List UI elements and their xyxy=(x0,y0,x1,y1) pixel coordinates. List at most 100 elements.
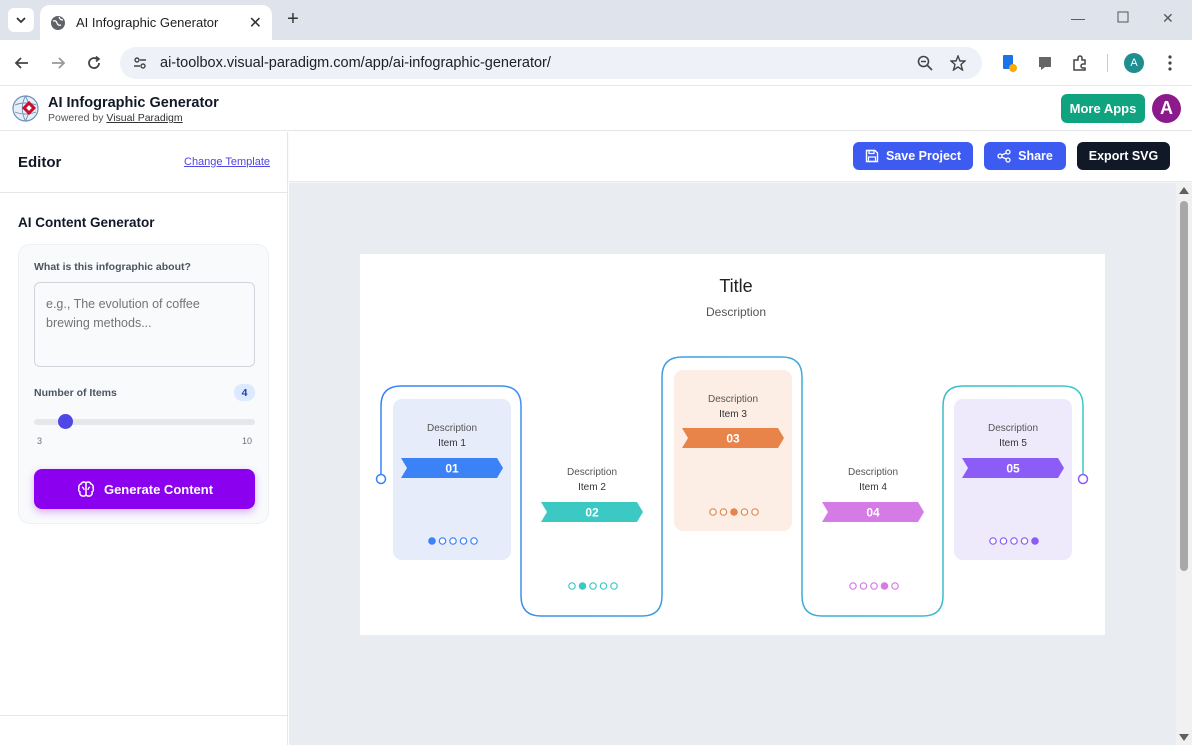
back-button[interactable] xyxy=(12,53,32,73)
connector-segment-1 xyxy=(380,356,1084,617)
url-text: ai-toolbox.visual-paradigm.com/app/ai-in… xyxy=(160,55,551,71)
browser-menu-icon[interactable] xyxy=(1161,54,1179,72)
powered-by: Powered by Visual Paradigm xyxy=(48,112,183,124)
item-card xyxy=(674,370,792,531)
share-button[interactable]: Share xyxy=(984,142,1066,170)
item-progress-dot xyxy=(989,537,997,545)
visual-paradigm-logo xyxy=(12,95,39,122)
item-progress-dot xyxy=(599,582,608,590)
item-progress-dot xyxy=(578,582,587,590)
chevron-down-icon xyxy=(16,17,26,24)
item-number-ribbon xyxy=(401,458,503,478)
canvas-scrollbar[interactable] xyxy=(1176,183,1192,745)
close-tab-icon[interactable]: ✕ xyxy=(248,14,262,32)
browser-tab-bar: AI Infographic Generator ✕ + — ✕ xyxy=(0,0,1192,40)
editor-sidebar: Editor Change Template AI Content Genera… xyxy=(0,132,288,745)
save-project-button[interactable]: Save Project xyxy=(853,142,973,170)
tab-title: AI Infographic Generator xyxy=(76,15,219,30)
visual-paradigm-link[interactable]: Visual Paradigm xyxy=(106,112,183,124)
item-number: 01 xyxy=(445,462,459,476)
item-progress-dot xyxy=(470,537,478,545)
item-description: Description xyxy=(848,467,898,478)
item-description: Description xyxy=(988,423,1038,434)
infographic-title[interactable]: Title xyxy=(719,276,752,296)
item-label: Item 3 xyxy=(719,409,747,420)
zoom-icon[interactable] xyxy=(917,55,933,71)
extension-chat-icon[interactable] xyxy=(1036,54,1054,72)
connector-start-node xyxy=(375,473,387,485)
item-number: 04 xyxy=(866,506,880,520)
user-avatar[interactable]: A xyxy=(1152,94,1181,123)
topic-input[interactable] xyxy=(34,282,255,367)
item-card xyxy=(954,399,1072,560)
sidebar-footer-divider xyxy=(0,715,287,716)
item-label: Item 5 xyxy=(999,438,1027,449)
reload-icon xyxy=(88,55,101,69)
new-tab-button[interactable]: + xyxy=(287,8,299,30)
site-settings-icon[interactable] xyxy=(132,55,148,71)
topic-label: What is this infographic about? xyxy=(34,261,191,273)
powered-by-text: Powered by xyxy=(48,112,104,124)
maximize-icon[interactable] xyxy=(1117,10,1129,26)
reload-button[interactable] xyxy=(84,53,104,73)
scroll-thumb[interactable] xyxy=(1180,201,1188,571)
close-window-icon[interactable]: ✕ xyxy=(1162,10,1174,26)
tab-search-button[interactable] xyxy=(8,8,34,32)
item-number-ribbon xyxy=(822,502,924,522)
change-template-link[interactable]: Change Template xyxy=(184,156,271,168)
items-slider-track[interactable] xyxy=(34,419,255,425)
slider-max-label: 10 xyxy=(242,436,253,446)
item-progress-dot xyxy=(1020,537,1029,545)
item-progress-dot xyxy=(751,508,759,516)
item-description: Description xyxy=(567,467,617,478)
canvas-toolbar: Save Project Share Export SVG xyxy=(289,132,1192,182)
item-progress-dot xyxy=(449,537,457,545)
more-apps-button[interactable]: More Apps xyxy=(1061,94,1145,123)
arrow-right-icon xyxy=(52,57,66,69)
app-header: AI Infographic Generator Powered by Visu… xyxy=(0,87,1192,131)
items-slider-thumb[interactable] xyxy=(57,414,73,429)
item-label: Item 1 xyxy=(438,438,466,449)
share-icon xyxy=(997,149,1011,163)
toolbar-divider xyxy=(1107,54,1108,72)
extension-doc-icon[interactable] xyxy=(1000,54,1018,72)
item-description: Description xyxy=(708,394,758,405)
omnibox[interactable]: ai-toolbox.visual-paradigm.com/app/ai-in… xyxy=(120,47,982,79)
item-progress-dot xyxy=(610,582,618,590)
item-progress-dot xyxy=(999,537,1008,545)
save-project-label: Save Project xyxy=(885,149,962,163)
number-of-items-label: Number of Items xyxy=(34,387,117,399)
item-number-ribbon xyxy=(682,428,784,448)
item-label: Item 2 xyxy=(578,482,606,493)
infographic-description[interactable]: Description xyxy=(706,305,766,319)
scroll-up-arrow[interactable] xyxy=(1179,187,1189,194)
item-progress-dot xyxy=(740,508,749,516)
ai-content-generator-title: AI Content Generator xyxy=(18,215,155,230)
item-progress-dot xyxy=(719,508,728,516)
brain-icon xyxy=(77,481,95,497)
scroll-down-arrow[interactable] xyxy=(1179,734,1189,741)
slider-min-label: 3 xyxy=(37,436,43,446)
browser-profile-avatar[interactable]: A xyxy=(1124,53,1144,73)
save-icon xyxy=(865,149,879,163)
item-number: 03 xyxy=(726,432,740,446)
item-progress-dot xyxy=(428,537,436,545)
minimize-icon[interactable]: — xyxy=(1071,10,1085,26)
item-description: Description xyxy=(427,423,477,434)
extensions-puzzle-icon[interactable] xyxy=(1071,54,1089,72)
item-number-ribbon xyxy=(541,502,643,522)
item-number: 05 xyxy=(1006,462,1020,476)
forward-button[interactable] xyxy=(48,53,68,73)
export-svg-button[interactable]: Export SVG xyxy=(1077,142,1170,170)
bookmark-star-icon[interactable] xyxy=(950,55,966,71)
connector-end-node xyxy=(1077,473,1089,485)
generate-content-button[interactable]: Generate Content xyxy=(34,469,255,509)
browser-tab[interactable]: AI Infographic Generator ✕ xyxy=(40,5,272,40)
